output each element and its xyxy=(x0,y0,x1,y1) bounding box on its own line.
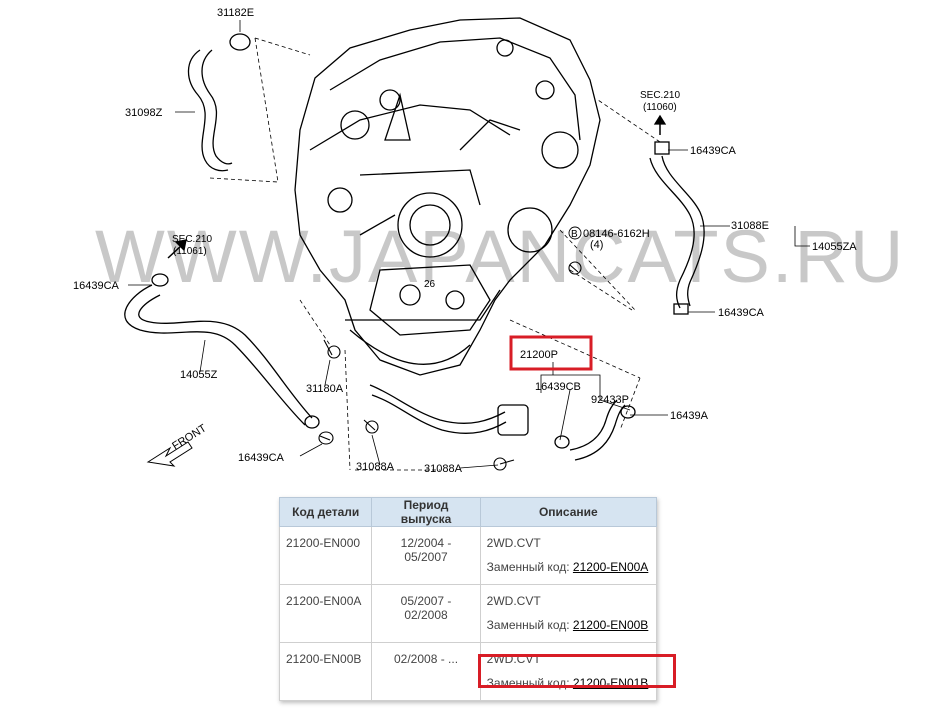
cell-period: 05/2007 - 02/2008 xyxy=(371,584,481,643)
label-sec210-left-ref: (11061) xyxy=(173,246,207,257)
label-14055ZA: 14055ZA xyxy=(812,241,857,253)
label-sec210-left: SEC.210 xyxy=(172,234,212,245)
table-row: 21200-EN00B 02/2008 - ... 2WD.CVT Заменн… xyxy=(278,642,658,701)
table-header-row: Код детали Период выпуска Описание xyxy=(278,497,658,527)
watermark: WWW.JAPANCATS.RU xyxy=(95,215,905,298)
label-16439CA-left: 16439CA xyxy=(73,280,120,292)
label-sec210-right-ref: (11060) xyxy=(643,102,677,113)
table-row: 21200-EN00A 05/2007 - 02/2008 2WD.CVT За… xyxy=(278,584,658,643)
hose-14055Z xyxy=(124,239,320,429)
front-label: FRONT xyxy=(170,422,209,452)
b-marker-circle xyxy=(568,226,582,240)
transmission-housing xyxy=(294,17,601,376)
cell-period: 12/2004 - 05/2007 xyxy=(371,526,481,585)
replacement-label: Заменный код: xyxy=(486,618,570,632)
label-31098Z: 31098Z xyxy=(125,107,163,119)
leader-lines xyxy=(128,20,810,469)
desc-text: 2WD.CVT xyxy=(486,594,541,608)
label-b-marker: B xyxy=(571,229,578,240)
parts-table: Код детали Период выпуска Описание 21200… xyxy=(278,497,658,701)
watermark-sub: 26 xyxy=(424,279,436,290)
cell-part-code: 21200-EN000 xyxy=(278,526,373,585)
table-row: 21200-EN000 12/2004 - 05/2007 2WD.CVT За… xyxy=(278,526,658,585)
replacement-code-link[interactable]: 21200-EN00A xyxy=(572,560,649,574)
replacement-line: Заменный код: 21200-EN00B xyxy=(487,618,650,642)
label-16439A: 16439A xyxy=(670,410,709,422)
label-31088E: 31088E xyxy=(731,220,769,232)
cell-part-code: 21200-EN00B xyxy=(278,642,373,701)
replacement-code-link[interactable]: 21200-EN00B xyxy=(572,618,649,632)
replacement-label: Заменный код: xyxy=(486,560,570,574)
label-08146-6162H: 08146-6162H xyxy=(583,228,650,240)
label-08146-qty: (4) xyxy=(590,239,603,251)
label-16439CB: 16439CB xyxy=(535,381,581,393)
front-indicator: FRONT xyxy=(146,422,209,467)
label-16439CA-top: 16439CA xyxy=(690,145,737,157)
header-description: Описание xyxy=(479,497,658,527)
cell-part-code: 21200-EN00A xyxy=(278,584,373,643)
label-31088A-left: 31088A xyxy=(356,461,395,473)
highlight-replacement-code xyxy=(478,654,676,688)
desc-text: 2WD.CVT xyxy=(486,536,541,550)
replacement-line: Заменный код: 21200-EN00A xyxy=(487,560,650,584)
cell-description: 2WD.CVT Заменный код: 21200-EN00B xyxy=(479,584,658,643)
label-31182E: 31182E xyxy=(217,7,254,19)
label-21200P: 21200P xyxy=(520,349,558,361)
label-sec210-right: SEC.210 xyxy=(640,90,680,101)
cell-description: 2WD.CVT Заменный код: 21200-EN01B xyxy=(479,642,658,701)
hose-31098Z xyxy=(187,33,251,172)
leader-lines-dashed xyxy=(209,37,661,471)
bolts xyxy=(318,261,582,471)
label-92433P: 92433P xyxy=(591,394,629,406)
header-period: Период выпуска xyxy=(371,497,481,527)
cell-description: 2WD.CVT Заменный код: 21200-EN00A xyxy=(479,526,658,585)
label-31180A: 31180A xyxy=(306,383,344,395)
label-16439CA-bottom: 16439CA xyxy=(238,452,285,464)
label-31088A-right: 31088A xyxy=(424,463,463,475)
highlight-21200P xyxy=(509,335,593,371)
parts-diagram: WWW.JAPANCATS.RU 26 xyxy=(73,7,905,475)
label-14055Z: 14055Z xyxy=(180,369,218,381)
label-16439CA-right: 16439CA xyxy=(718,307,765,319)
cell-period: 02/2008 - ... xyxy=(371,642,481,701)
header-part-code: Код детали xyxy=(278,497,373,527)
hose-14055ZA xyxy=(649,114,705,315)
